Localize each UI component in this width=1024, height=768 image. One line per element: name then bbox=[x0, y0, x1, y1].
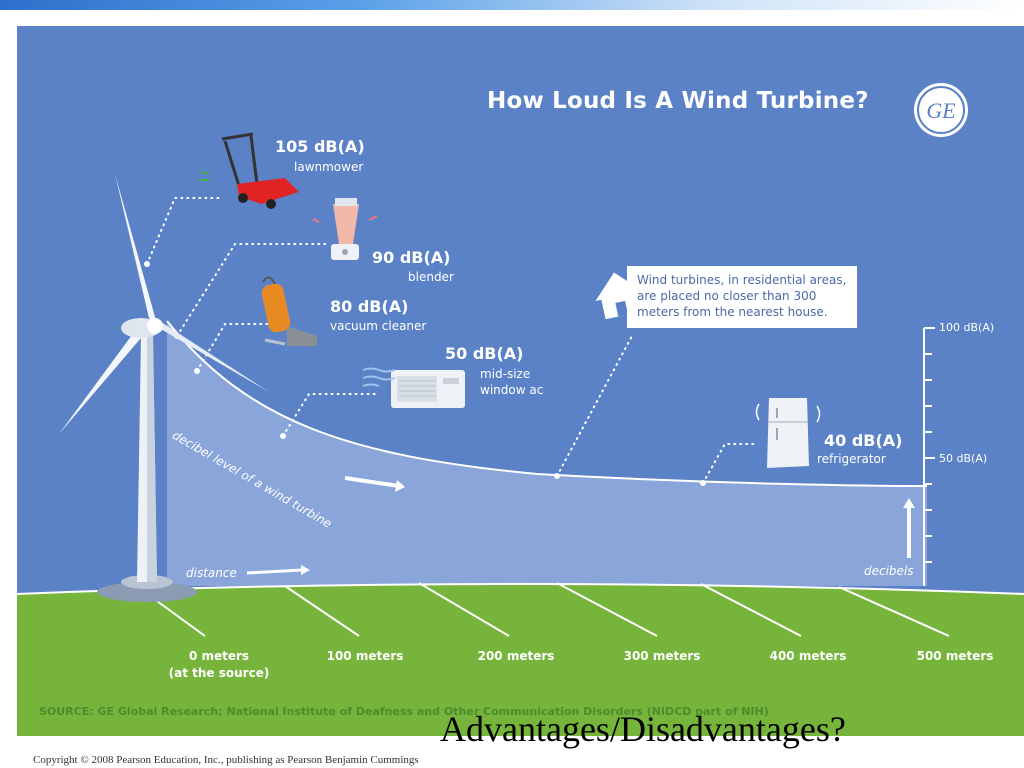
refrigerator-icon bbox=[755, 398, 821, 468]
decibel-curve bbox=[166, 320, 928, 487]
decibels-label: decibels bbox=[864, 564, 914, 578]
placement-note: Wind turbines, in residential areas, are… bbox=[627, 266, 857, 328]
dotted-leaders bbox=[146, 197, 758, 484]
lawnmower-label: lawnmower bbox=[294, 160, 364, 174]
page-title: How Loud Is A Wind Turbine? bbox=[487, 88, 869, 114]
ge-logo-text: GE bbox=[926, 98, 956, 123]
top-accent-band bbox=[0, 0, 1024, 10]
distance-400: 400 meters bbox=[769, 649, 847, 663]
lawnmower-db: 105 dB(A) bbox=[275, 137, 365, 156]
axis-top-label: 100 dB(A) bbox=[939, 321, 995, 334]
copyright-footer: Copyright © 2008 Pearson Education, Inc.… bbox=[33, 754, 419, 766]
vacuum-cleaner-db: 80 dB(A) bbox=[330, 297, 409, 316]
distance-200: 200 meters bbox=[477, 649, 555, 663]
distance-500: 500 meters bbox=[916, 649, 994, 663]
distance-100: 100 meters bbox=[326, 649, 404, 663]
wind-turbine-icon bbox=[59, 174, 269, 602]
window-ac-label: mid-size window ac bbox=[480, 367, 544, 397]
distance-arrow bbox=[246, 568, 303, 575]
source-credit: SOURCE: GE Global Research; National Ins… bbox=[39, 705, 769, 718]
axis-mid-label: 50 dB(A) bbox=[939, 452, 988, 465]
curve-arrow bbox=[344, 476, 400, 488]
infographic-panel: How Loud Is A Wind Turbine? GE 105 dB(A)… bbox=[17, 26, 1024, 736]
distance-lines bbox=[156, 582, 950, 637]
window-ac-db: 50 dB(A) bbox=[445, 344, 524, 363]
blender-db: 90 dB(A) bbox=[372, 248, 451, 267]
slide-title: Advantages/Disadvantages? bbox=[440, 709, 846, 749]
infographic-scene bbox=[17, 132, 1024, 736]
ge-logo-icon: GE bbox=[914, 83, 968, 137]
distance-label: distance bbox=[186, 566, 237, 580]
lawnmower-icon bbox=[199, 132, 299, 209]
blender-label: blender bbox=[408, 270, 454, 284]
window-ac-icon bbox=[362, 367, 465, 408]
refrigerator-label: refrigerator bbox=[817, 452, 886, 466]
distance-0: 0 meters (at the source) bbox=[168, 649, 270, 680]
distance-300: 300 meters bbox=[623, 649, 701, 663]
refrigerator-db: 40 dB(A) bbox=[824, 431, 903, 450]
decibel-axis bbox=[923, 327, 935, 586]
vacuum-cleaner-label: vacuum cleaner bbox=[330, 319, 427, 333]
blender-icon bbox=[312, 198, 378, 260]
vacuum-cleaner-icon bbox=[261, 276, 317, 346]
decibel-band bbox=[167, 321, 927, 586]
